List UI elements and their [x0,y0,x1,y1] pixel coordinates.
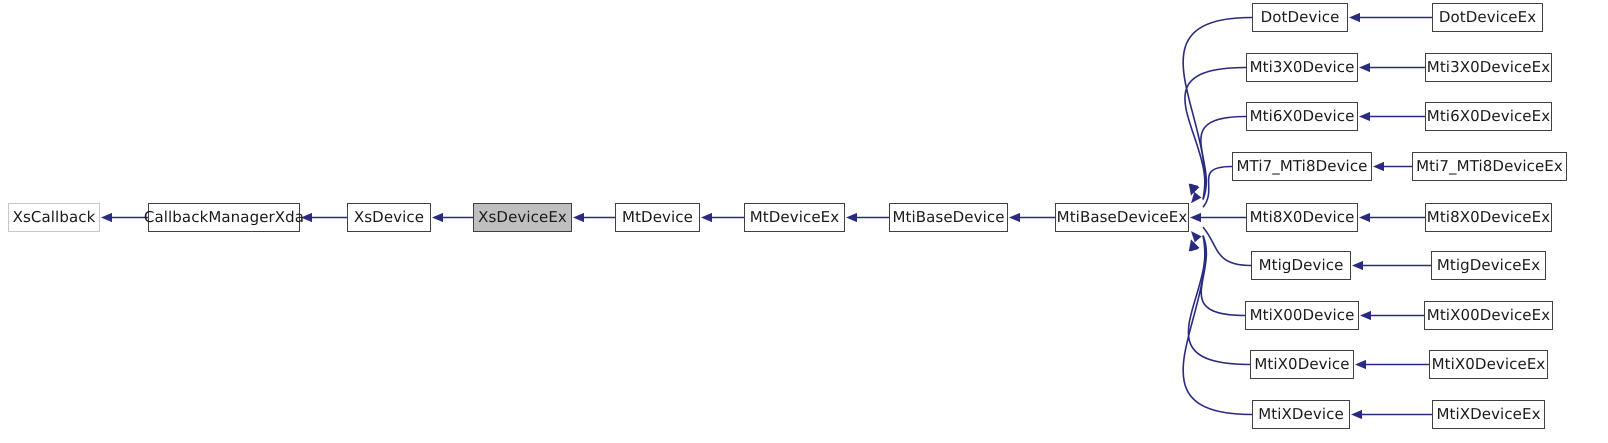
edge-MTi7_MTi8Device-to-MtiBaseDeviceEx [1191,165,1233,208]
inheritance-arrowhead [1359,212,1370,223]
class-node-Mti7_MTi8DeviceEx[interactable]: Mti7_MTi8DeviceEx [1412,152,1567,181]
class-node-MtiX00DeviceEx[interactable]: MtiX00DeviceEx [1424,301,1553,330]
class-node-MtiX00Device[interactable]: MtiX00Device [1245,301,1359,330]
inheritance-arrowhead [1009,212,1020,223]
edge-MtiX00DeviceEx-to-MtiX00Device [1360,310,1424,321]
edge-Mti3X0DeviceEx-to-Mti3X0Device [1359,62,1425,73]
class-node-Mti8X0Device[interactable]: Mti8X0Device [1246,203,1358,232]
class-node-MtigDeviceEx[interactable]: MtigDeviceEx [1431,251,1546,280]
edge-MtiBaseDeviceEx-to-MtiBaseDevice [1009,212,1055,223]
inheritance-arrowhead [1191,231,1202,243]
inheritance-arrowhead [1189,239,1199,252]
class-node-Mti6X0Device[interactable]: Mti6X0Device [1246,102,1358,131]
inheritance-arrowhead [1191,191,1202,204]
class-node-CallbackManagerXda[interactable]: CallbackManagerXda [144,203,304,232]
edge-MtigDeviceEx-to-MtigDevice [1352,260,1431,271]
edge-XsDevice-to-CallbackManagerXda [301,212,347,223]
class-node-XsDeviceEx[interactable]: XsDeviceEx [473,203,572,232]
class-node-Mti3X0Device[interactable]: Mti3X0Device [1246,53,1358,82]
class-node-MtiXDeviceEx[interactable]: MtiXDeviceEx [1432,400,1545,429]
edge-MtiX00Device-to-MtiBaseDeviceEx [1191,235,1246,317]
edge-XsDeviceEx-to-XsDevice [432,212,473,223]
class-node-MTi7_MTi8Device[interactable]: MTi7_MTi8Device [1232,152,1372,181]
inheritance-arrowhead [846,212,857,223]
inheritance-arrowhead [1188,183,1198,196]
class-node-MtiX0DeviceEx[interactable]: MtiX0DeviceEx [1429,350,1548,379]
inheritance-arrowhead [1360,310,1371,321]
inheritance-arrowhead [432,212,443,223]
inheritance-arrowhead [573,212,584,223]
inheritance-arrowhead [1351,409,1362,420]
edge-DotDeviceEx-to-DotDevice [1349,12,1432,23]
class-node-MtiBaseDeviceEx[interactable]: MtiBaseDeviceEx [1055,203,1189,232]
edge-MtDevice-to-XsDeviceEx [573,212,615,223]
class-node-DotDeviceEx[interactable]: DotDeviceEx [1432,3,1543,32]
edge-curve [1187,235,1251,366]
class-node-MtiXDevice[interactable]: MtiXDevice [1252,400,1350,429]
edge-MtiBaseDevice-to-MtDeviceEx [846,212,889,223]
class-node-Mti6X0DeviceEx[interactable]: Mti6X0DeviceEx [1425,102,1552,131]
class-node-Mti8X0DeviceEx[interactable]: Mti8X0DeviceEx [1425,203,1552,232]
edge-Mti7_MTi8DeviceEx-to-MTi7_MTi8Device [1373,161,1412,172]
edge-curve [1200,235,1246,317]
class-node-MtiX0Device[interactable]: MtiX0Device [1250,350,1354,379]
class-node-MtDevice[interactable]: MtDevice [615,203,700,232]
class-node-Mti3X0DeviceEx[interactable]: Mti3X0DeviceEx [1425,53,1552,82]
edge-MtiXDevice-to-MtiBaseDeviceEx [1182,235,1253,416]
edge-curve [1202,165,1233,208]
inheritance-arrowhead [1190,212,1201,223]
inheritance-arrowhead [1359,62,1370,73]
class-node-DotDevice[interactable]: DotDevice [1252,3,1348,32]
class-node-XsDevice[interactable]: XsDevice [347,203,431,232]
inheritance-arrowhead [101,212,112,223]
edge-MtiXDeviceEx-to-MtiXDevice [1351,409,1432,420]
edge-Mti6X0DeviceEx-to-Mti6X0Device [1359,111,1425,122]
edge-curve [1202,226,1252,267]
inheritance-arrowhead [1188,239,1198,252]
class-node-MtiBaseDevice[interactable]: MtiBaseDevice [889,203,1008,232]
edge-Mti8X0DeviceEx-to-Mti8X0Device [1359,212,1425,223]
inheritance-arrowhead [1355,359,1366,370]
inheritance-arrowhead [1191,239,1200,252]
edge-curve [1182,235,1253,416]
edge-Mti8X0Device-to-MtiBaseDeviceEx [1190,212,1246,223]
inheritance-arrowhead [1373,161,1384,172]
edge-MtiX0DeviceEx-to-MtiX0Device [1355,359,1429,370]
inheritance-arrowhead [1190,183,1200,196]
inheritance-arrowhead [1352,260,1363,271]
edge-MtigDevice-to-MtiBaseDeviceEx [1191,226,1252,267]
edge-CallbackManagerXda-to-XsCallback [101,212,148,223]
edge-MtDeviceEx-to-MtDevice [701,212,744,223]
edge-MtiX0Device-to-MtiBaseDeviceEx [1187,235,1251,366]
inheritance-arrowhead [1359,111,1370,122]
class-node-MtigDevice[interactable]: MtigDevice [1251,251,1351,280]
inheritance-arrowhead [1349,12,1360,23]
class-node-MtDeviceEx[interactable]: MtDeviceEx [744,203,845,232]
class-node-XsCallback[interactable]: XsCallback [8,203,100,232]
inheritance-arrowhead [1189,183,1199,196]
inheritance-arrowhead [701,212,712,223]
